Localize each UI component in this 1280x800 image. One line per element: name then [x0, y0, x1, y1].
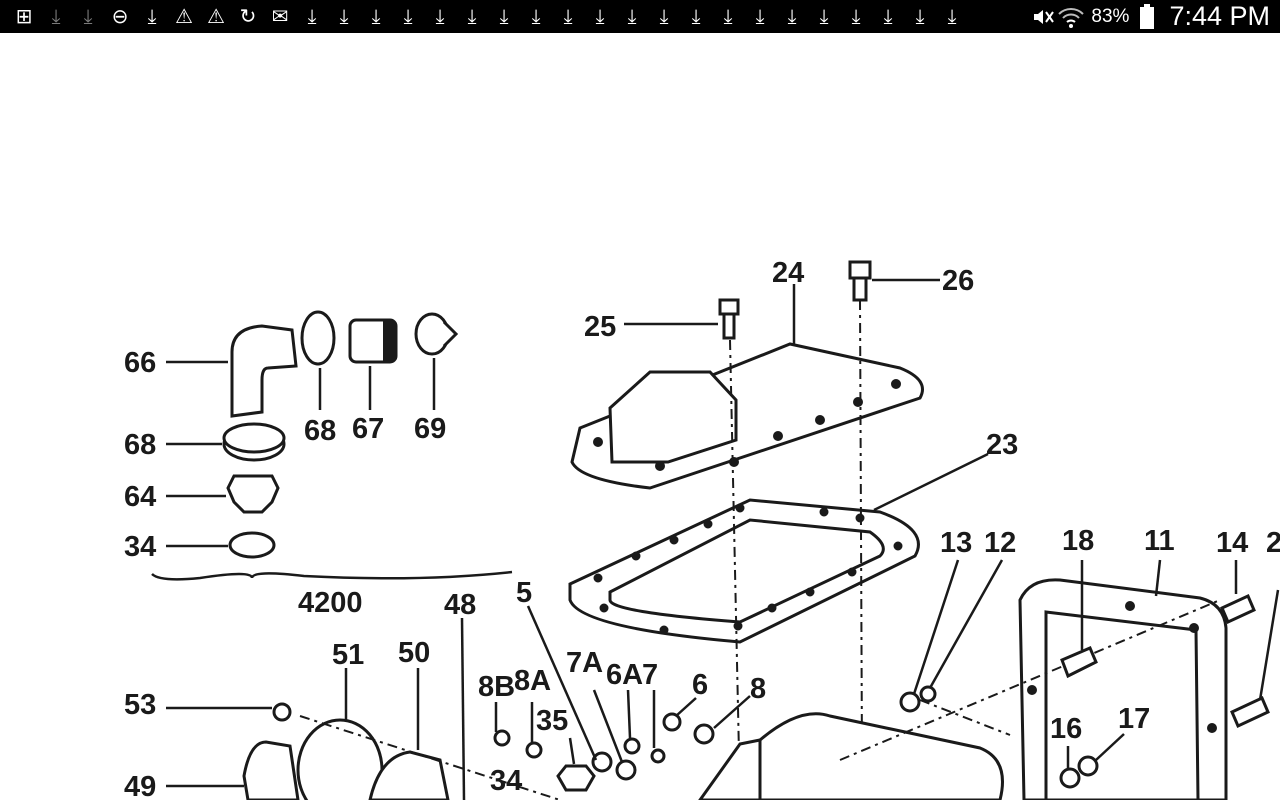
download-icon: ⤓ [883, 4, 893, 28]
notification-icons: ⊞ ⤓ ⤓ ⊖ ⤓ ⚠ ⚠ ↻ ✉ ⤓ ⤓ ⤓ ⤓ ⤓ ⤓ ⤓ ⤓ ⤓ ⤓ ⤓ ⤓ ⤓ ⤓ ⤓ ⤓ ⤓ ⤓ ⤓ ⤓ ⤓ [8, 3, 968, 30]
nut-16-part [1059, 767, 1081, 789]
download-icon: ⤓ [819, 4, 829, 28]
part-label: 68 [124, 429, 156, 461]
download-icon: ⤓ [755, 4, 765, 28]
part-label: 26 [942, 265, 974, 297]
hose-clamp-part [300, 310, 336, 366]
battery-icon [1133, 3, 1161, 30]
add-box-icon: ⊞ [15, 4, 33, 28]
system-tray: 83% 7:44 PM [1029, 0, 1270, 33]
download-icon: ⤓ [691, 4, 701, 28]
bolt-18-part [1060, 646, 1098, 679]
cap-part [414, 312, 450, 356]
breather-part [226, 474, 280, 514]
part-label: 14 [1216, 527, 1248, 559]
part-label: 8A [514, 665, 551, 697]
plug-35-part [556, 764, 596, 792]
part-label: 68 [304, 415, 336, 447]
group-brace [151, 570, 513, 581]
mute-icon [1029, 3, 1057, 30]
download-icon: ⤓ [403, 4, 413, 28]
flange-51-part [296, 718, 384, 800]
status-bar: ⊞ ⤓ ⤓ ⊖ ⤓ ⚠ ⚠ ↻ ✉ ⤓ ⤓ ⤓ ⤓ ⤓ ⤓ ⤓ ⤓ ⤓ ⤓ ⤓ ⤓ ⤓ ⤓ ⤓ ⤓ ⤓ ⤓ ⤓ ⤓ ⤓ 83% 7:44 … [0, 0, 1280, 33]
part-label: 13 [940, 527, 972, 559]
flange-49-part [242, 740, 300, 800]
download-icon: ⤓ [339, 4, 349, 28]
clock: 7:44 PM [1169, 1, 1270, 31]
part-label: 5 [516, 577, 532, 609]
o-ring-part [228, 531, 276, 559]
part-label: 23 [986, 429, 1018, 461]
part-label: 7A [566, 647, 603, 679]
part-label: 12 [984, 527, 1016, 559]
part-label: 17 [1118, 703, 1150, 735]
part-label: 35 [536, 705, 568, 737]
do-not-disturb-icon: ⊖ [111, 4, 129, 28]
download-icon: ⤓ [723, 4, 733, 28]
download-icon: ⤓ [915, 4, 925, 28]
part-label: 48 [444, 589, 476, 621]
download-icon: ⤓ [595, 4, 605, 28]
part-label: 64 [124, 481, 156, 513]
download-icon: ⤓ [435, 4, 445, 28]
download-icon: ⤓ [947, 4, 957, 28]
plug-part [848, 260, 872, 280]
download-icon: ⤓ [467, 4, 477, 28]
download-icon: ⤓ [659, 4, 669, 28]
part-label: 25 [584, 311, 616, 343]
part-label: 2 [1266, 527, 1280, 559]
part-label: 34 [124, 531, 156, 563]
download-icon: ⤓ [563, 4, 573, 28]
battery-percent: 83% [1091, 5, 1130, 27]
part-label: 8B [478, 671, 515, 703]
part-label: 24 [772, 257, 804, 289]
part-label: 7 [642, 659, 658, 691]
bolt-part [718, 298, 740, 316]
download-icon: ⤓ [307, 4, 317, 28]
part-label: 66 [124, 347, 156, 379]
nut-13-part [899, 691, 921, 713]
elbow-hose-part [230, 324, 298, 418]
part-label: 18 [1062, 525, 1094, 557]
warning-icon: ⚠ [207, 4, 225, 28]
main-housing-part [758, 712, 1004, 800]
part-label: 4200 [298, 587, 363, 619]
part-label: 6A [606, 659, 643, 691]
sync-icon: ↻ [239, 4, 257, 28]
download-icon: ⤓ [531, 4, 541, 28]
download-dim-icon: ⤓ [83, 4, 93, 28]
part-label: 69 [414, 413, 446, 445]
mail-icon: ✉ [271, 4, 289, 28]
warning-icon: ⚠ [175, 4, 193, 28]
download-icon: ⤓ [787, 4, 797, 28]
download-icon: ⤓ [147, 4, 157, 28]
part-label: 49 [124, 771, 156, 800]
download-icon: ⤓ [371, 4, 381, 28]
download-dim-icon: ⤓ [51, 4, 61, 28]
part-label: 51 [332, 639, 364, 671]
download-icon: ⤓ [627, 4, 637, 28]
part-label: 53 [124, 689, 156, 721]
part-label: 34 [490, 765, 522, 797]
part-label: 8 [750, 673, 766, 705]
download-icon: ⤓ [851, 4, 861, 28]
wifi-icon [1057, 3, 1085, 30]
part-label: 67 [352, 413, 384, 445]
download-icon: ⤓ [499, 4, 509, 28]
part-label: 6 [692, 669, 708, 701]
part-label: 11 [1144, 525, 1175, 557]
part-label: 50 [398, 637, 430, 669]
gasket-50-part [368, 750, 450, 800]
bolt-14-part [1220, 593, 1256, 625]
part-label: 16 [1050, 713, 1082, 745]
